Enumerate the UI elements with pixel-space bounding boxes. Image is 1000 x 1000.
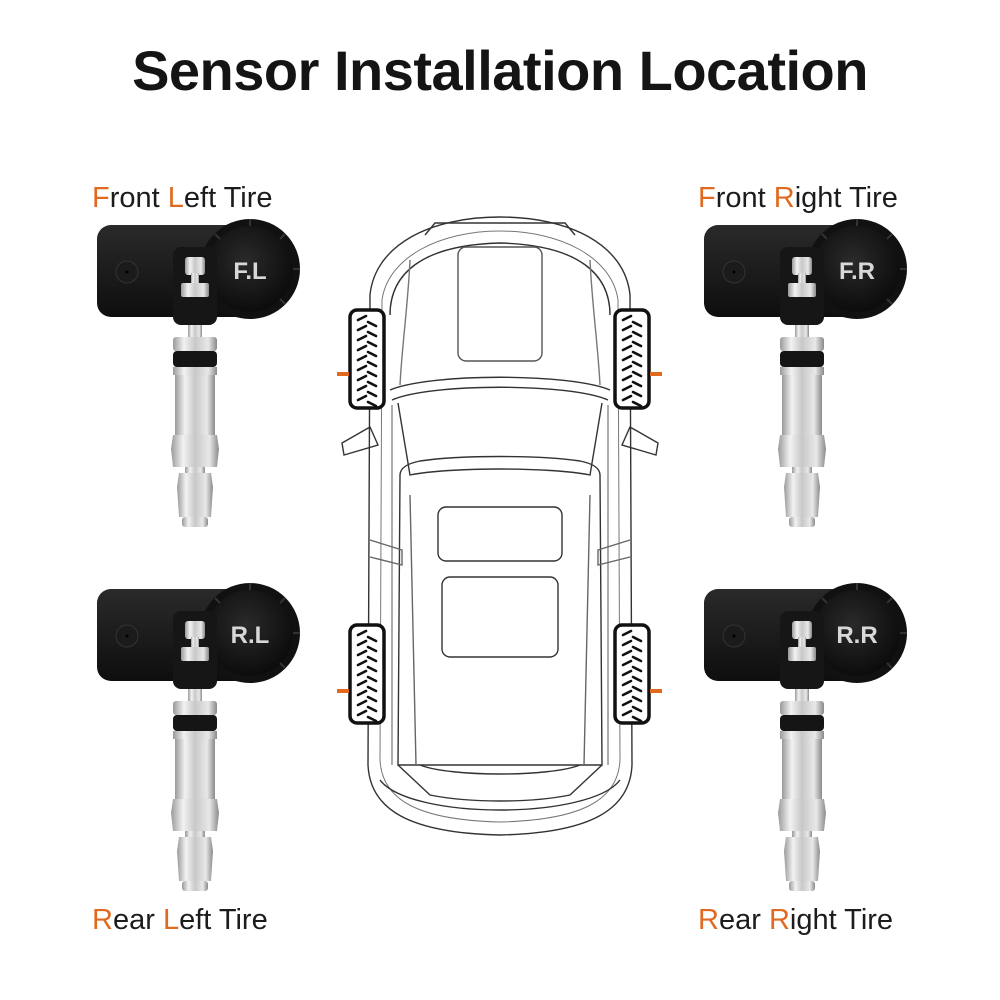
sensor-rear-left: R.L: [85, 576, 305, 906]
label-text: ront: [109, 182, 168, 214]
sensor-front-right: F.R: [692, 212, 912, 542]
sensor-code: R.L: [231, 622, 270, 649]
label-text: eft Tire: [183, 182, 273, 214]
label-text: ear: [718, 904, 769, 936]
label-accent-letter: L: [167, 182, 184, 214]
label-text: ight Tire: [794, 182, 898, 214]
sensor-code: F.L: [233, 258, 266, 285]
sensor-front-left: F.L: [85, 212, 305, 542]
label-accent-letter: R: [698, 904, 719, 936]
label-accent-letter: R: [92, 904, 113, 936]
page-title: Sensor Installation Location: [132, 39, 868, 102]
label-accent-letter: R: [773, 182, 795, 214]
label-text: ront: [715, 182, 774, 214]
sensor-rear-right: R.R: [692, 576, 912, 906]
tire-front-left: [337, 308, 386, 410]
tire-rear-right: [613, 623, 662, 725]
label-rear-left: Rear Left Tire: [92, 904, 268, 937]
label-front-right: Front Right Tire: [698, 182, 898, 215]
label-accent-letter: F: [92, 182, 110, 214]
label-accent-letter: R: [768, 904, 790, 936]
tire-rear-left: [337, 623, 386, 725]
label-front-left: Front Left Tire: [92, 182, 273, 215]
tire-front-right: [613, 308, 662, 410]
label-text: eft Tire: [179, 904, 268, 936]
sensor-code: R.R: [836, 622, 877, 649]
label-text: ight Tire: [789, 904, 894, 936]
label-text: ear: [112, 904, 163, 936]
sensor-code: F.R: [839, 258, 875, 285]
car-top-view-diagram: [330, 205, 670, 845]
label-accent-letter: L: [162, 904, 180, 936]
label-accent-letter: F: [698, 182, 716, 214]
label-rear-right: Rear Right Tire: [698, 904, 893, 937]
